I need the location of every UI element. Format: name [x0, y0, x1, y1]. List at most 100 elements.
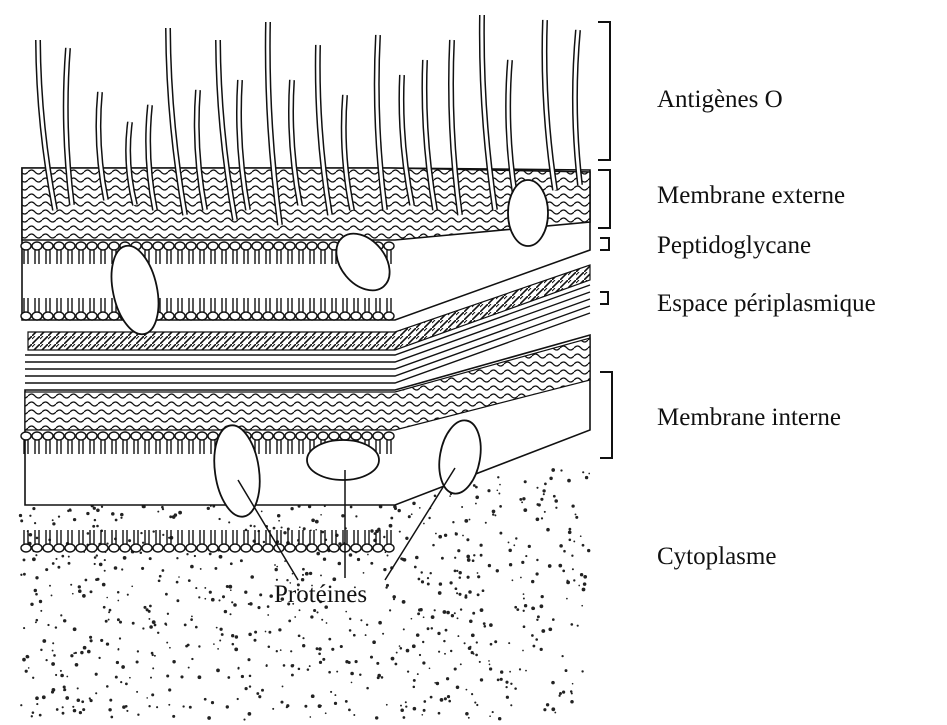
stipple-dot: [498, 717, 501, 720]
stipple-dot: [455, 587, 458, 590]
stipple-dot: [117, 649, 119, 651]
lipid-head: [230, 242, 240, 250]
lipid-head: [373, 432, 383, 440]
stipple-dot: [81, 700, 84, 703]
stipple-dot: [309, 572, 312, 575]
stipple-dot: [278, 520, 280, 522]
lipid-tail: [68, 530, 72, 544]
stipple-dot: [395, 663, 398, 666]
stipple-dot: [143, 606, 146, 609]
stipple-dot: [473, 554, 475, 556]
stipple-dot: [483, 622, 486, 625]
stipple-dot: [514, 606, 517, 609]
stipple-dot: [224, 610, 227, 613]
stipple-dot: [566, 581, 570, 585]
lipid-head: [219, 242, 229, 250]
stipple-dot: [69, 508, 72, 511]
stipple-dot: [414, 566, 417, 569]
stipple-dot: [29, 515, 31, 517]
stipple-dot: [429, 572, 431, 574]
stipple-dot: [563, 550, 566, 553]
stipple-dot: [22, 658, 26, 662]
stipple-dot: [87, 532, 90, 535]
lipid-head: [65, 544, 75, 552]
stipple-dot: [386, 584, 389, 587]
stipple-dot: [180, 675, 183, 678]
stipple-dot: [146, 608, 149, 611]
stipple-dot: [376, 662, 379, 665]
stipple-dot: [32, 711, 35, 714]
lipid-head: [32, 544, 42, 552]
stipple-dot: [467, 558, 471, 562]
stipple-dot: [322, 658, 325, 661]
stipple-dot: [82, 594, 86, 598]
lipid-head: [274, 312, 284, 320]
stipple-dot: [23, 627, 25, 629]
stipple-dot: [228, 585, 232, 589]
stipple-dot: [476, 704, 478, 706]
stipple-dot: [377, 674, 381, 678]
stipple-dot: [274, 564, 276, 566]
stipple-dot: [536, 487, 538, 489]
stipple-dot: [466, 538, 469, 541]
stipple-dot: [348, 709, 351, 712]
stipple-dot: [582, 471, 584, 473]
stipple-dot: [117, 618, 120, 621]
lipid-head: [109, 312, 119, 320]
stipple-dot: [188, 667, 190, 669]
lipid-head: [109, 242, 119, 250]
stipple-dot: [34, 522, 36, 524]
stipple-dot: [102, 583, 106, 587]
stipple-dot: [276, 566, 278, 568]
stipple-dot: [523, 508, 527, 512]
lipid-head: [65, 242, 75, 250]
stipple-dot: [211, 701, 214, 704]
stipple-dot: [265, 631, 267, 633]
lipid-head: [87, 242, 97, 250]
stipple-dot: [127, 594, 129, 596]
stipple-dot: [28, 667, 30, 669]
stipple-dot: [521, 501, 523, 503]
stipple-dot: [178, 511, 182, 515]
stipple-dot: [234, 648, 238, 652]
stipple-dot: [571, 504, 574, 507]
stipple-dot: [273, 527, 276, 530]
stipple-dot: [365, 634, 367, 636]
stipple-dot: [499, 505, 502, 508]
stipple-dot: [159, 575, 162, 578]
lipid-head: [373, 544, 383, 552]
stipple-dot: [528, 545, 531, 548]
stipple-dot: [162, 508, 164, 510]
bracket-antigenes-o: [598, 22, 610, 160]
stipple-dot: [122, 705, 126, 709]
stipple-dot: [370, 529, 373, 532]
stipple-dot: [191, 658, 193, 660]
lipid-head: [98, 312, 108, 320]
stipple-dot: [302, 644, 305, 647]
stipple-dot: [405, 537, 408, 540]
lipid-head: [318, 312, 328, 320]
stipple-dot: [447, 695, 450, 698]
stipple-dot: [237, 667, 239, 669]
lipid-tail: [46, 530, 50, 544]
stipple-dot: [420, 571, 422, 573]
lipid-head: [43, 544, 53, 552]
lipid-head: [21, 432, 31, 440]
stipple-dot: [120, 513, 124, 517]
stipple-dot: [207, 507, 210, 510]
lipid-head: [120, 544, 130, 552]
stipple-dot: [61, 555, 64, 558]
stipple-dot: [277, 514, 280, 517]
stipple-dot: [494, 640, 497, 643]
stipple-dot: [438, 535, 442, 539]
stipple-dot: [35, 621, 37, 623]
stipple-dot: [176, 599, 179, 602]
stipple-dot: [268, 646, 271, 649]
stipple-dot: [77, 699, 81, 703]
stipple-dot: [119, 621, 122, 624]
stipple-dot: [396, 652, 398, 654]
stipple-dot: [536, 619, 538, 621]
lipid-head: [219, 544, 229, 552]
lipid-head: [329, 544, 339, 552]
lipid-head: [263, 312, 273, 320]
